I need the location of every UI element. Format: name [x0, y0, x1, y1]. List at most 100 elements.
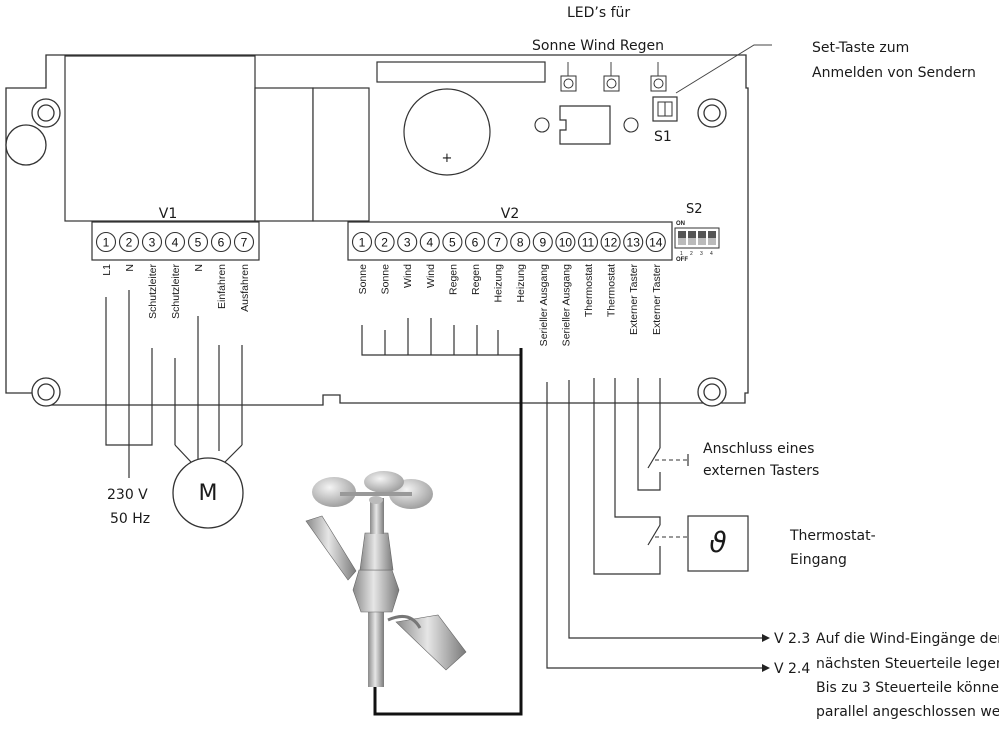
v1-terminal-circle [118, 231, 140, 253]
v2-title: V2 [501, 206, 519, 222]
v2-terminal-number: 12 [604, 236, 618, 250]
motor-label: M [199, 481, 218, 506]
v2-terminal-number: 13 [627, 236, 641, 250]
v1-terminal-number: 1 [103, 236, 110, 250]
v2-terminal-number: 1 [359, 236, 366, 250]
s1-label: S1 [654, 129, 672, 145]
frequency-label: 50 Hz [110, 511, 150, 527]
note-line-1: Auf die Wind-Eingänge der [816, 631, 999, 647]
dip-number-2: 2 [690, 251, 693, 257]
v2-terminal-number: 9 [539, 236, 546, 250]
thermostat-wiring [593, 378, 688, 575]
v1-terminal-circle [164, 231, 186, 253]
v1-terminal-number: 2 [126, 236, 133, 250]
v2-terminal-label: Thermostat [606, 264, 618, 317]
v2-terminal-circle [577, 231, 599, 253]
v2-terminal-circle [600, 231, 621, 253]
serial-output-lines [546, 380, 770, 672]
led-labels: Sonne Wind Regen [532, 38, 664, 54]
note-line-4: parallel angeschlossen werden. [816, 704, 999, 720]
v1-terminal-label: Ausfahren [239, 264, 251, 312]
component-circle-left [534, 117, 550, 133]
v2-terminal-label: Wind [402, 264, 414, 288]
v2-terminal-label: Externer Taster [651, 264, 663, 336]
v2-terminal-circle [419, 231, 440, 253]
v2-terminal-label: Serieller Ausgang [560, 264, 572, 346]
v1-terminal-label: L1 [101, 264, 113, 276]
v2-terminal-label: Heizung [515, 264, 527, 303]
screw-top-left [31, 98, 61, 128]
motor-symbol [172, 457, 244, 529]
screw-bottom-right [697, 377, 727, 407]
v2-terminal-number: 6 [472, 236, 479, 250]
v1-terminal-circle [233, 231, 255, 253]
v1-terminal-circle [95, 231, 117, 253]
v2-terminal-number: 7 [494, 236, 501, 250]
v2-terminal-number: 5 [449, 236, 456, 250]
led-regen [650, 62, 667, 92]
set-key-leader [675, 44, 772, 94]
v2-terminal-number: 10 [559, 236, 573, 250]
taster-text-2: externen Tasters [703, 463, 819, 479]
v2-terminal-number: 2 [381, 236, 388, 250]
v2-terminal-label: Serieller Ausgang [538, 264, 550, 346]
chip [559, 105, 611, 145]
v2-terminal-label: Heizung [493, 264, 505, 303]
buzzer-plus: + [442, 151, 453, 166]
header-connector [376, 61, 546, 83]
mounting-hole-left [5, 124, 47, 166]
set-key-text-2: Anmelden von Sendern [812, 65, 976, 81]
set-button-s1 [652, 96, 678, 122]
v1-terminal-label: Schutzleiter [170, 263, 182, 318]
v1-terminal-circle [141, 231, 163, 253]
v2-terminal-circle [397, 231, 418, 253]
buzzer [403, 88, 491, 176]
v1-terminal-number: 5 [195, 236, 202, 250]
v24-label: V 2.4 [774, 661, 810, 677]
v1-terminal-label: N [193, 264, 205, 272]
v2-terminal-label: Thermostat [583, 264, 595, 317]
dip-number-1: 1 [680, 251, 683, 257]
v2-terminal-number: 14 [649, 236, 663, 250]
v2-terminal-circle [532, 231, 553, 253]
v1-title: V1 [159, 206, 177, 222]
v2-terminal-circle [351, 231, 373, 253]
note-line-3: Bis zu 3 Steuerteile können [816, 680, 999, 696]
led-sonne [560, 62, 577, 92]
dip-switch-keys [678, 231, 716, 245]
v2-terminal-number: 3 [404, 236, 411, 250]
v1-terminal-number: 6 [218, 236, 225, 250]
v2-terminal-label: Wind [425, 264, 437, 288]
component-circle-right [623, 117, 639, 133]
v2-terminal-label: Externer Taster [628, 264, 640, 336]
dip-number-3: 3 [700, 251, 703, 257]
screw-top-right [697, 98, 727, 128]
relay-2 [312, 87, 370, 222]
v2-terminal-number: 4 [426, 236, 433, 250]
transformer [64, 55, 256, 222]
screw-bottom-left [31, 377, 61, 407]
v2-terminal-circle [487, 231, 508, 253]
v1-terminal-number: 4 [172, 236, 179, 250]
v2-terminal-label: Sonne [380, 264, 392, 295]
thermostat-box [687, 515, 749, 572]
dip-off-label: OFF [676, 257, 688, 263]
v2-terminal-circle [464, 231, 486, 253]
voltage-label: 230 V [107, 487, 148, 503]
v1-terminal-number: 3 [149, 236, 156, 250]
v1-wiring [105, 290, 243, 478]
v23-label: V 2.3 [774, 631, 810, 647]
led-title: LED’s für [567, 5, 630, 21]
v1-terminal-label: N [124, 264, 136, 272]
sensor-cable [373, 348, 523, 716]
thermostat-text-2: Eingang [790, 552, 847, 568]
v2-terminal-number: 11 [582, 236, 595, 250]
v1-terminal-label: Einfahren [216, 264, 228, 309]
dip-number-4: 4 [710, 251, 713, 257]
v1-terminal-circle [210, 231, 232, 253]
led-wind [603, 62, 620, 92]
